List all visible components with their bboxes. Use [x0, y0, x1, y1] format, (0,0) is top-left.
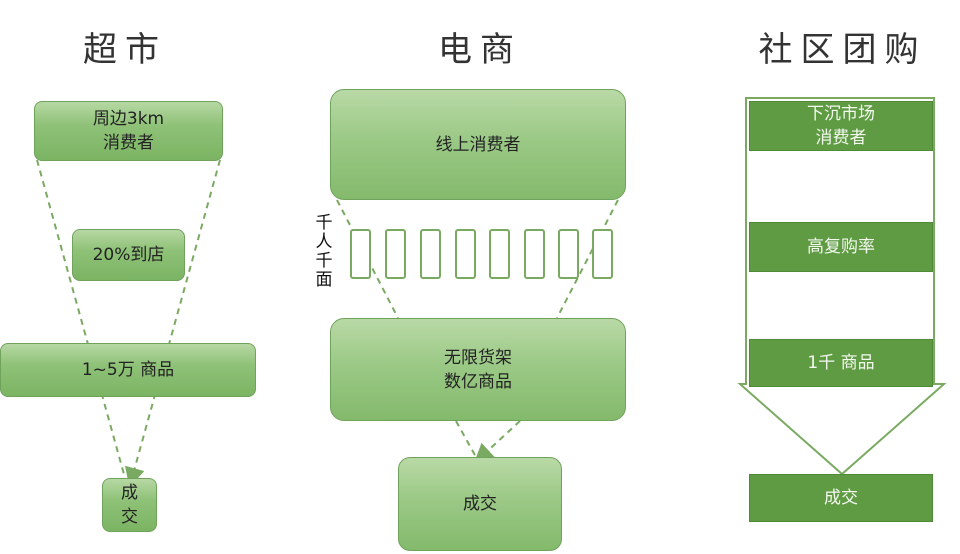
product-slot: [385, 229, 406, 279]
supermarket-funnel-lines: [36, 159, 221, 488]
community-repurchase-box: 高复购率: [749, 222, 933, 272]
product-slot: [420, 229, 441, 279]
supermarket-title: 超市: [83, 30, 167, 70]
ecommerce-consumers-box: 线上消费者: [330, 89, 626, 200]
supermarket-deal-box: 成 交: [102, 478, 157, 532]
community-products-box: 1千 商品: [749, 339, 933, 387]
product-slot: [350, 229, 371, 279]
community-title: 社区团购: [758, 30, 927, 70]
product-slot: [524, 229, 545, 279]
supermarket-visit-rate-box: 20%到店: [72, 229, 185, 281]
supermarket-consumers-box: 周边3km 消费者: [34, 101, 223, 161]
product-slot: [455, 229, 476, 279]
ecommerce-deal-box: 成交: [398, 457, 562, 551]
supermarket-products-box: 1~5万 商品: [0, 343, 256, 397]
community-deal-box: 成交: [749, 474, 933, 522]
community-consumers-box: 下沉市场 消费者: [749, 101, 933, 151]
product-slot: [558, 229, 579, 279]
product-slot: [489, 229, 510, 279]
ecommerce-shelf-box: 无限货架 数亿商品: [330, 318, 626, 421]
community-arrow-outline: [737, 97, 947, 476]
personalization-label: 千 人 千 面: [315, 213, 333, 290]
ecommerce-title: 电商: [438, 30, 522, 70]
product-slot: [592, 229, 613, 279]
